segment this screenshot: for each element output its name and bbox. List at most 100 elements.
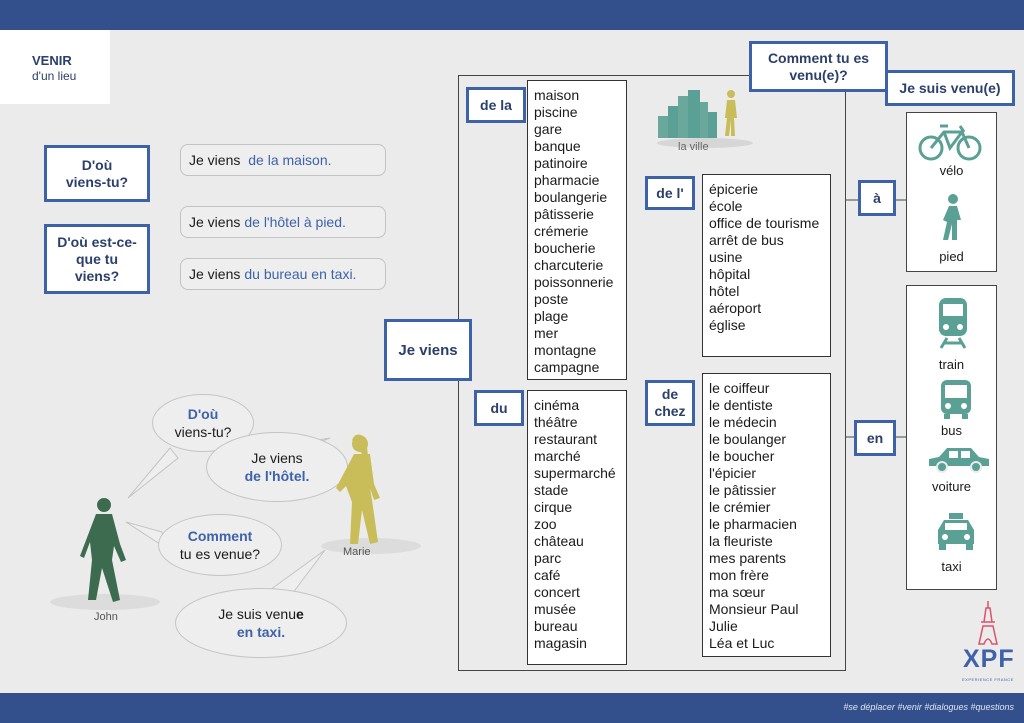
word-item: montagne xyxy=(534,342,597,358)
city-label: la ville xyxy=(678,141,709,153)
word-item: le pâtissier xyxy=(709,482,776,498)
label-pied: pied xyxy=(939,249,964,264)
word-item: ma sœur xyxy=(709,584,765,600)
word-item: maison xyxy=(534,87,580,103)
dialogue-cloud-4: Je suis venue en taxi. xyxy=(175,588,347,658)
word-item: le boulanger xyxy=(709,431,787,447)
word-item: hôpital xyxy=(709,266,751,282)
word-item: château xyxy=(534,533,584,549)
hashtags: #se déplacer #venir #dialogues #question… xyxy=(843,702,1014,712)
page-subtitle: d'un lieu xyxy=(32,69,77,83)
word-item: stade xyxy=(534,482,569,498)
word-item: le médecin xyxy=(709,414,777,430)
city-skyline-icon xyxy=(657,90,753,148)
word-item: cinéma xyxy=(534,397,580,413)
word-item: bureau xyxy=(534,618,578,634)
word-item: arrêt de bus xyxy=(709,232,784,248)
word-item: musée xyxy=(534,601,577,617)
label-du: du xyxy=(474,390,524,426)
word-item: mes parents xyxy=(709,550,787,566)
word-item: Julie xyxy=(709,618,738,634)
word-item: le coiffeur xyxy=(709,380,770,396)
word-item: parc xyxy=(534,550,562,566)
example-bubble-2: Je viens de l'hôtel à pied. xyxy=(180,206,386,238)
question-est-ce-que: D'où est-ce-que tu viens? xyxy=(44,224,150,294)
word-item: piscine xyxy=(534,104,578,120)
word-item: théâtre xyxy=(534,414,578,430)
word-item: église xyxy=(709,317,746,333)
word-item: cirque xyxy=(534,499,573,515)
word-item: la fleuriste xyxy=(709,533,773,549)
example-bubble-1: Je viens de la maison. xyxy=(180,144,386,176)
marie-figure-icon xyxy=(321,434,421,554)
word-item: plage xyxy=(534,308,569,324)
car-icon xyxy=(929,448,989,473)
john-figure-icon xyxy=(50,498,160,610)
eiffel-tower-icon xyxy=(978,601,998,645)
title-box xyxy=(0,30,110,104)
word-item: supermarché xyxy=(534,465,616,481)
marie-label: Marie xyxy=(343,546,371,558)
bottom-bar: #se déplacer #venir #dialogues #question… xyxy=(0,693,1024,723)
word-item: mer xyxy=(534,325,559,341)
word-item: le crémier xyxy=(709,499,771,515)
word-item: restaurant xyxy=(534,431,598,447)
word-item: banque xyxy=(534,138,581,154)
john-label: John xyxy=(94,611,118,623)
word-item: gare xyxy=(534,121,563,137)
word-item: charcuterie xyxy=(534,257,604,273)
word-item: épicerie xyxy=(709,181,759,197)
word-item: boucherie xyxy=(534,240,596,256)
panel-a xyxy=(906,112,997,272)
je-viens-box: Je viens xyxy=(384,319,472,381)
word-item: pharmacie xyxy=(534,172,600,188)
word-item: hôtel xyxy=(709,283,740,299)
word-item: poissonnerie xyxy=(534,274,614,290)
word-item: Monsieur Paul xyxy=(709,601,799,617)
word-item: campagne xyxy=(534,359,600,375)
dialogue-cloud-2: Je viens de l'hôtel. xyxy=(206,432,348,502)
bicycle-icon xyxy=(918,124,982,161)
label-de-chez: de chez xyxy=(645,380,695,426)
label-de-l: de l' xyxy=(645,176,695,210)
word-item: le boucher xyxy=(709,448,775,464)
word-item: boulangerie xyxy=(534,189,608,205)
top-bar xyxy=(0,0,1024,30)
label-de-la: de la xyxy=(466,87,526,123)
label-velo: vélo xyxy=(939,163,964,178)
word-item: concert xyxy=(534,584,580,600)
word-item: usine xyxy=(709,249,743,265)
dialogue-cloud-3: Comment tu es venue? xyxy=(158,514,282,576)
label-voiture: voiture xyxy=(931,479,972,494)
label-taxi: taxi xyxy=(941,559,962,574)
word-item: école xyxy=(709,198,743,214)
word-item: magasin xyxy=(534,635,587,651)
word-item: mon frère xyxy=(709,567,769,583)
label-bus: bus xyxy=(941,423,962,438)
word-item: pâtisserie xyxy=(534,206,594,222)
label-train: train xyxy=(938,357,965,372)
taxi-icon xyxy=(938,513,974,550)
word-item: office de tourisme xyxy=(709,215,820,231)
label-en: en xyxy=(854,420,896,456)
train-icon xyxy=(939,298,967,349)
logo-tagline: EXPERIENCE FRANCE xyxy=(962,677,1014,682)
word-item: l'épicier xyxy=(709,465,757,481)
word-item: aéroport xyxy=(709,300,762,316)
word-item: café xyxy=(534,567,561,583)
question-dou-viens-tu: D'où viens-tu? xyxy=(44,145,150,202)
word-item: patinoire xyxy=(534,155,588,171)
word-item: le dentiste xyxy=(709,397,773,413)
answer-je-suis-venu: Je suis venu(e) xyxy=(885,70,1015,106)
walking-icon xyxy=(943,194,961,240)
bus-icon xyxy=(941,380,971,419)
word-item: le pharmacien xyxy=(709,516,797,532)
word-item: crémerie xyxy=(534,223,589,239)
word-item: zoo xyxy=(534,516,557,532)
example-bubble-3: Je viens du bureau en taxi. xyxy=(180,258,386,290)
page-title: VENIR xyxy=(32,53,72,68)
